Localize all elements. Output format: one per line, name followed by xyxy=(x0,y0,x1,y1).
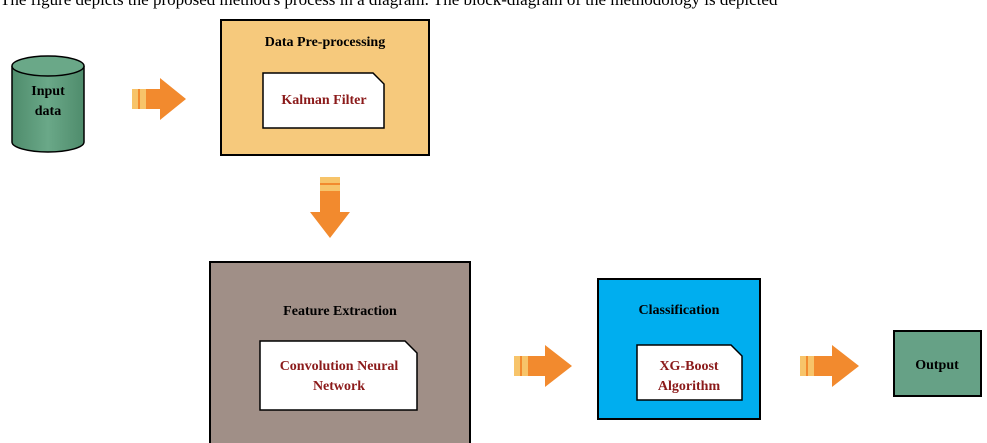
classification-title: Classification xyxy=(639,303,720,318)
xgboost-label-line1: XG-Boost xyxy=(659,359,718,374)
input-label-line2: data xyxy=(35,104,61,119)
arrow-input-to-preprocessing xyxy=(132,78,186,120)
preprocessing-title: Data Pre-processing xyxy=(265,35,385,50)
xgboost-label-line2: Algorithm xyxy=(658,379,721,394)
output-label: Output xyxy=(915,358,959,373)
cnn-label-line2: Network xyxy=(313,379,365,394)
output-box: Output xyxy=(893,330,982,397)
feature-extraction-title: Feature Extraction xyxy=(283,304,397,319)
arrow-preprocessing-to-feature xyxy=(310,177,350,238)
kalman-filter-label: Kalman Filter xyxy=(281,93,366,108)
arrow-classification-to-output xyxy=(800,345,859,387)
input-data-cylinder: Input data xyxy=(11,55,85,153)
arrow-feature-to-classification xyxy=(514,345,572,387)
classification-box: Classification XG-Boost Algorithm xyxy=(597,278,761,420)
preprocessing-box: Data Pre-processing Kalman Filter xyxy=(220,19,430,156)
input-label-line1: Input xyxy=(31,84,65,99)
caption-fragment: The figure depicts the proposed method's… xyxy=(0,0,987,9)
cnn-label-line1: Convolution Neural xyxy=(280,359,399,374)
feature-extraction-box: Feature Extraction Convolution Neural Ne… xyxy=(209,261,471,443)
